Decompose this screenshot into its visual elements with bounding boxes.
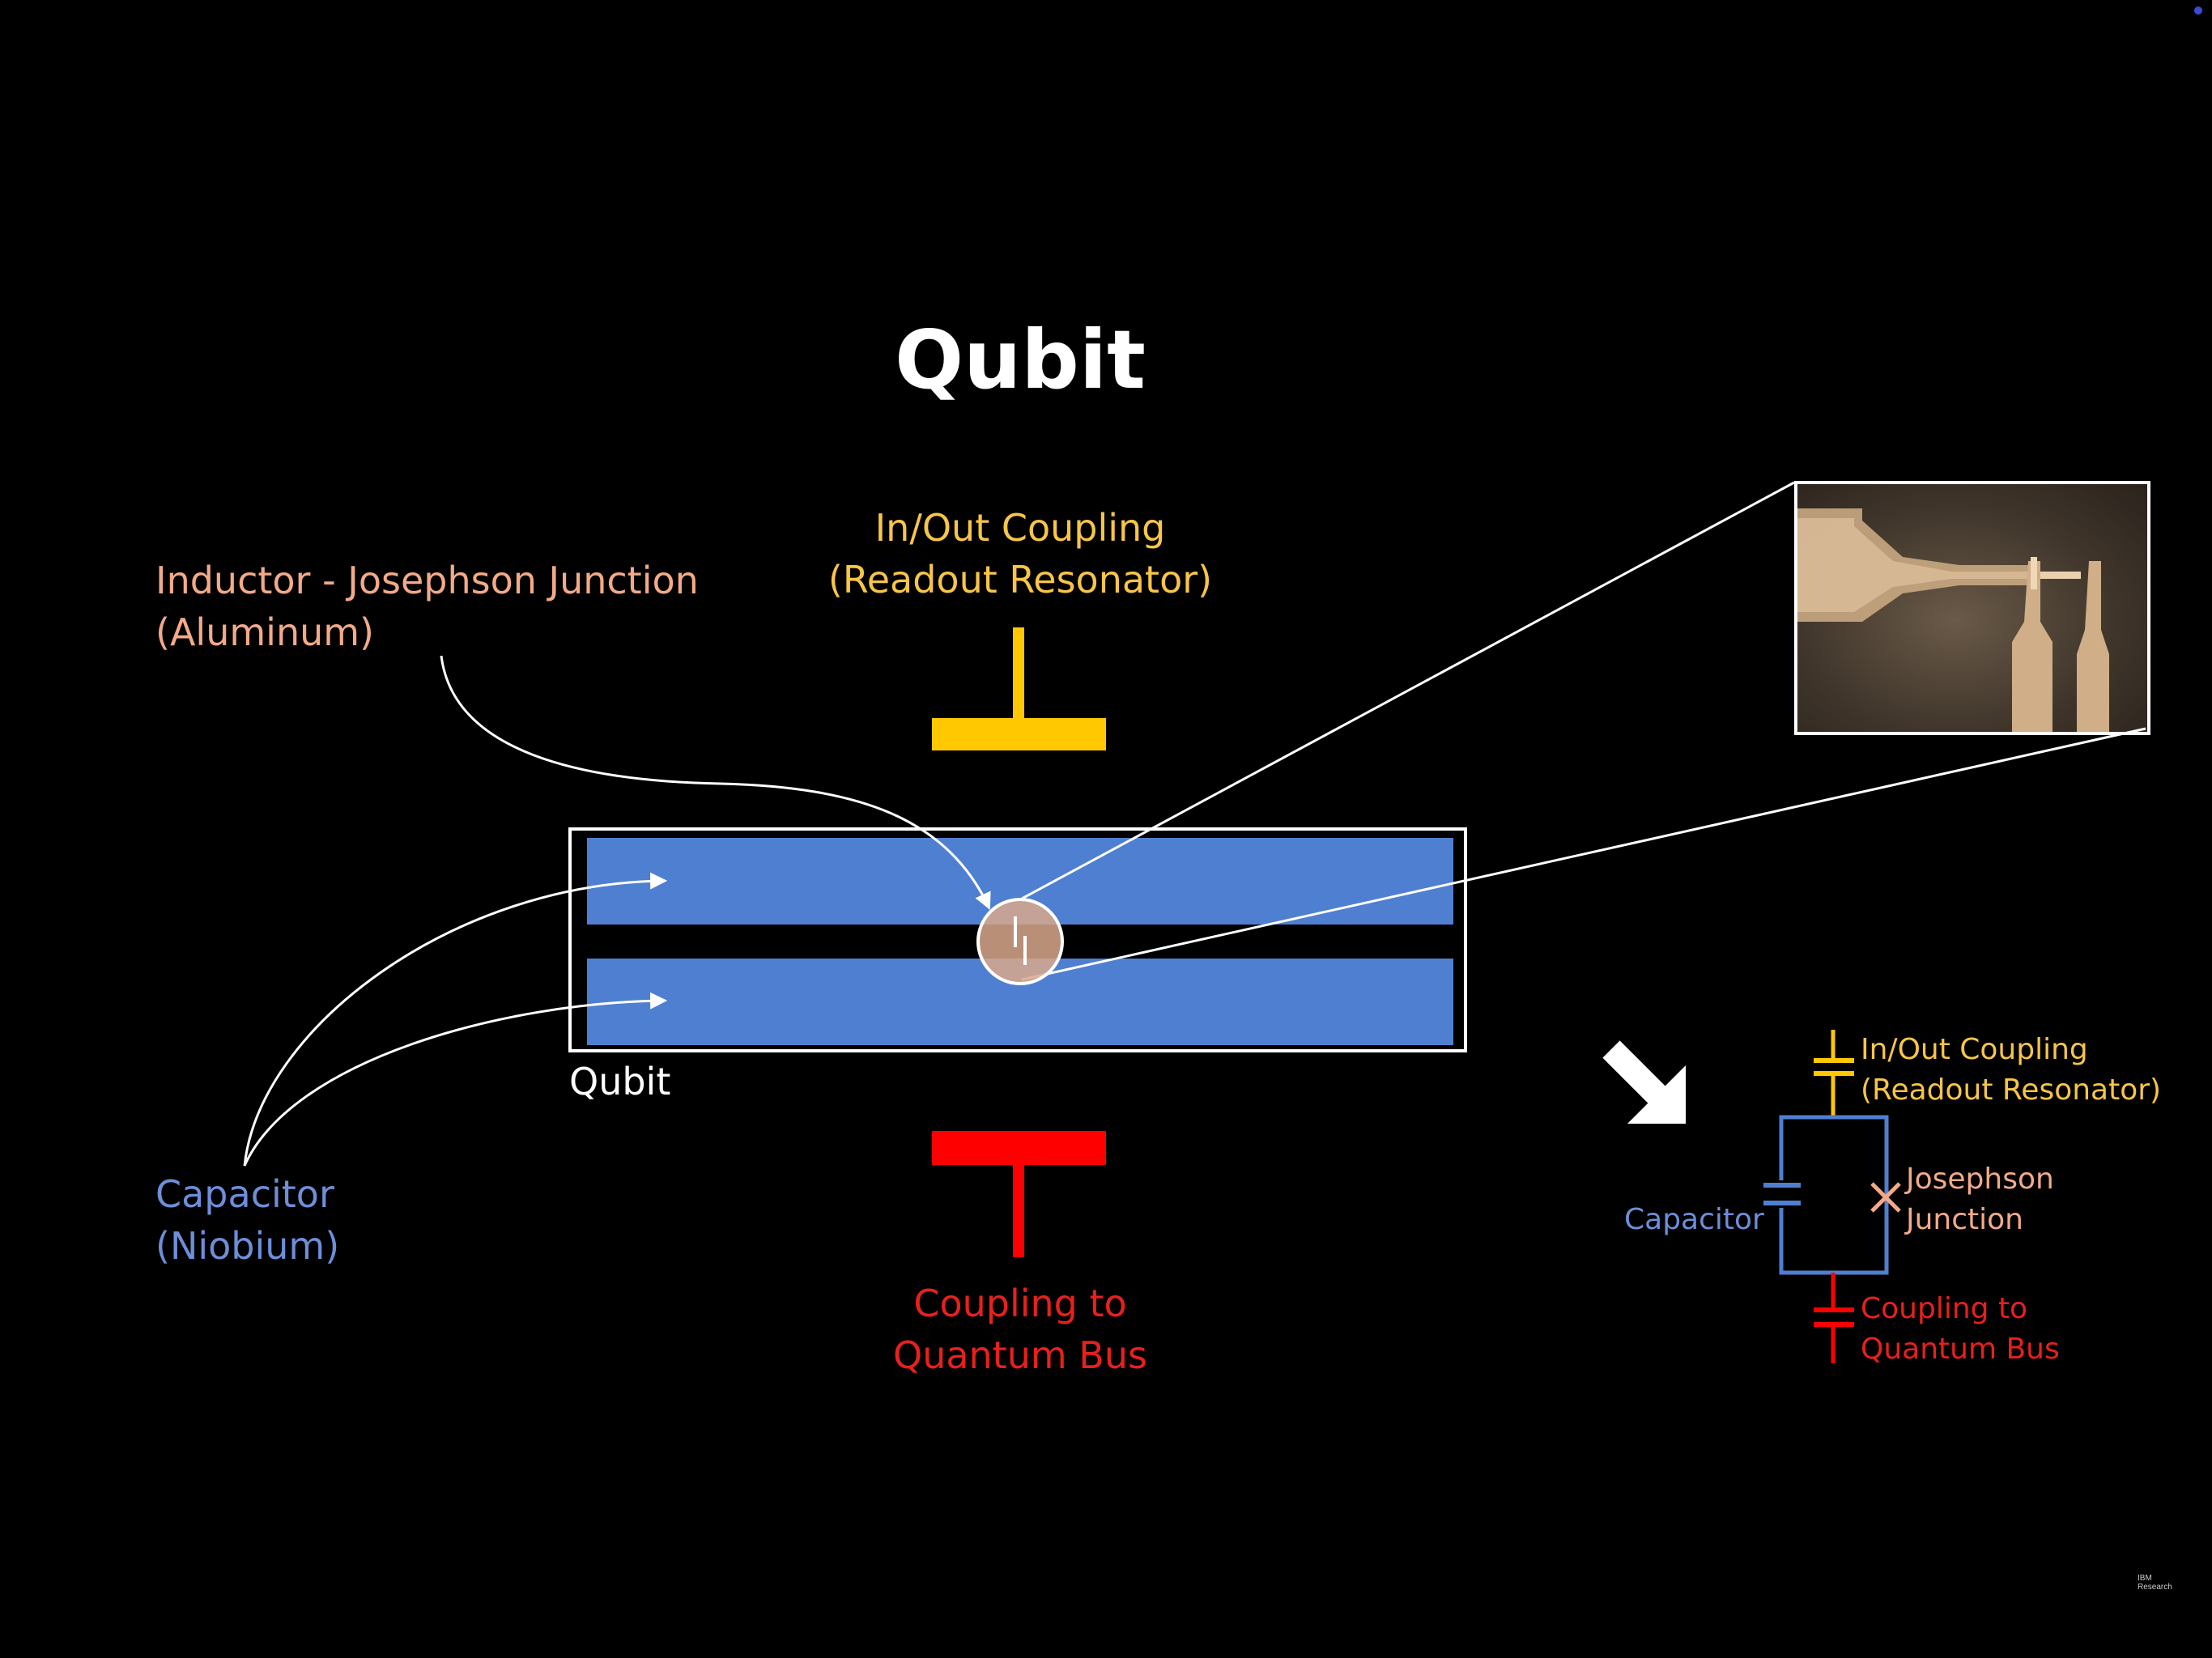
- circuit-readout-label-line2: (Readout Resonator): [1861, 1073, 2162, 1107]
- circuit-junction-label-line2: Junction: [1906, 1203, 2024, 1236]
- circuit-readout-label: In/Out Coupling (Readout Resonator): [1861, 1030, 2161, 1111]
- arrow-down-right-icon: [1602, 1040, 1686, 1124]
- bus-coupling-label-line1: Coupling to: [913, 1282, 1127, 1325]
- readout-coupling-label-line1: In/Out Coupling: [874, 506, 1166, 550]
- circuit-schematic: [1763, 1030, 1901, 1363]
- readout-coupling-label-line2: (Readout Resonator): [827, 558, 1213, 602]
- bus-coupling-label: Coupling to Quantum Bus: [777, 1278, 1263, 1381]
- circuit-readout-label-line1: In/Out Coupling: [1861, 1033, 2088, 1066]
- circuit-junction-label-line1: Josephson: [1906, 1163, 2054, 1196]
- circuit-capacitor-label: Capacitor: [1624, 1203, 1764, 1236]
- page-title: Qubit: [895, 312, 1146, 407]
- inductor-arrow: [440, 655, 991, 910]
- qubit-outline: [568, 827, 1467, 1052]
- junction-icon: [976, 898, 1064, 985]
- readout-coupling-stem: [1013, 627, 1024, 718]
- logo-line2: Research: [2138, 1583, 2172, 1592]
- circuit-junction-label: Josephson Junction: [1906, 1159, 2054, 1240]
- readout-coupling-label: In/Out Coupling (Readout Resonator): [777, 502, 1263, 606]
- zoom-line-top: [1021, 481, 1795, 900]
- capacitor-label-line1: Capacitor: [155, 1172, 334, 1216]
- readout-coupling-plate: [932, 718, 1106, 750]
- inductor-label-line2: (Aluminum): [155, 610, 375, 654]
- inductor-label-line1: Inductor - Josephson Junction: [155, 559, 699, 602]
- inductor-label: Inductor - Josephson Junction (Aluminum): [155, 555, 699, 658]
- bus-coupling-plate: [932, 1131, 1106, 1165]
- capacitor-arrow-top: [243, 872, 668, 1167]
- indicator-dot: [2194, 6, 2202, 15]
- capacitor-arrow-bottom: [243, 992, 668, 1167]
- logo-line1: IBM: [2138, 1574, 2152, 1583]
- zoom-line-bottom: [1021, 727, 2146, 981]
- capacitor-label-line2: (Niobium): [155, 1224, 340, 1268]
- circuit-bus-label-line2: Quantum Bus: [1861, 1333, 2060, 1366]
- bus-coupling-stem: [1013, 1165, 1024, 1257]
- capacitor-label: Capacitor (Niobium): [155, 1168, 339, 1272]
- micrograph-image: [1797, 508, 2109, 732]
- bus-coupling-label-line2: Quantum Bus: [892, 1333, 1147, 1377]
- circuit-bus-label: Coupling to Quantum Bus: [1861, 1289, 2060, 1370]
- qubit-caption: Qubit: [569, 1060, 671, 1103]
- circuit-bus-label-line1: Coupling to: [1861, 1292, 2028, 1325]
- junction-micrograph: [1794, 481, 2150, 735]
- ibm-research-logo: IBM Research: [2138, 1574, 2172, 1592]
